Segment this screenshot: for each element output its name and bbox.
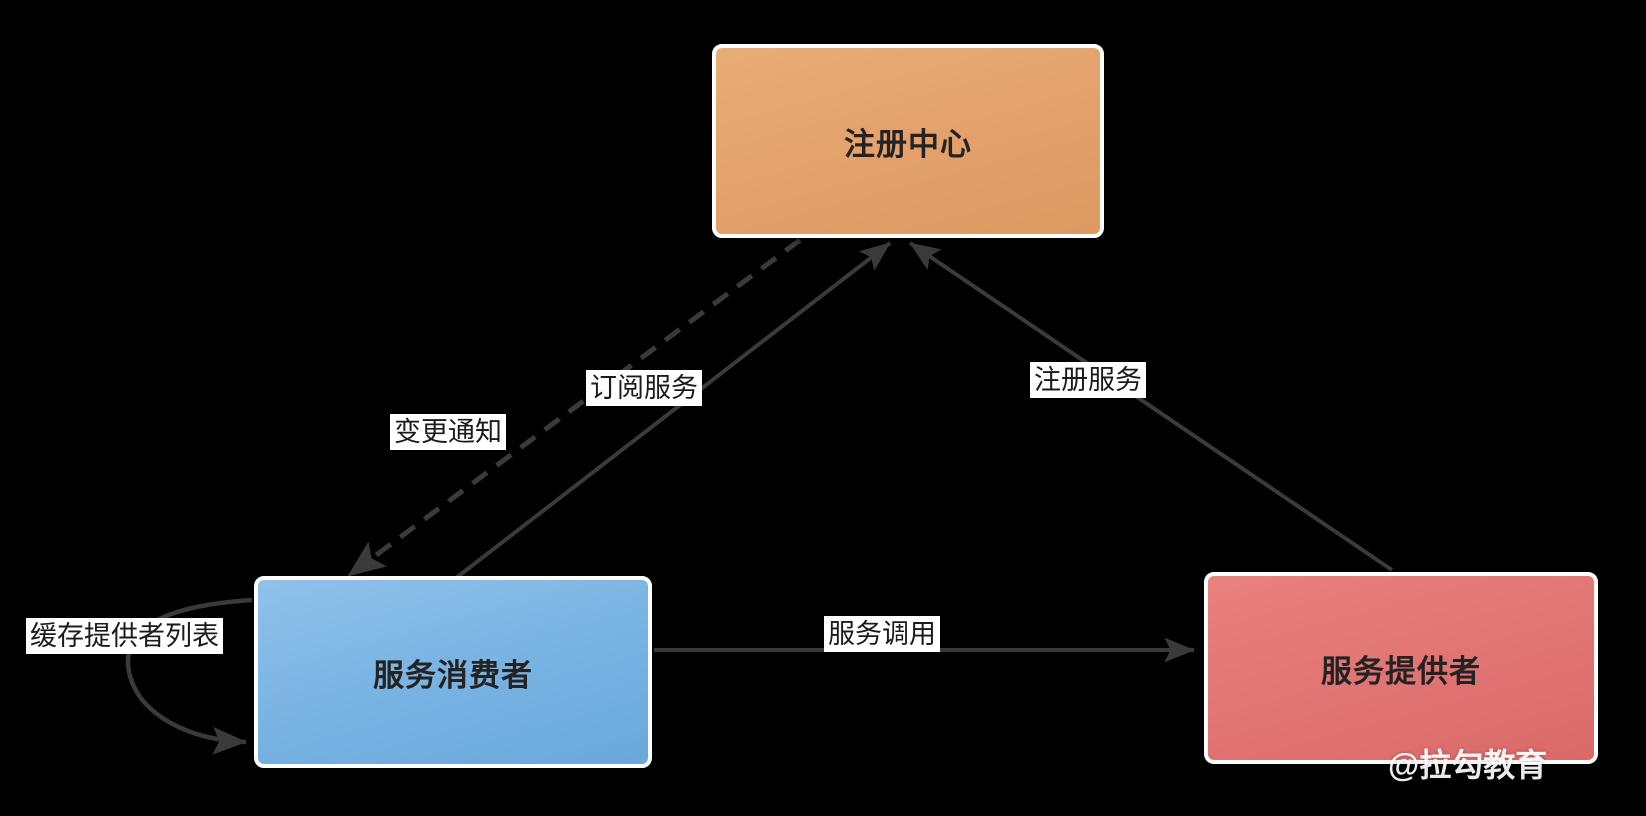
edge-cache-list [125,597,253,755]
node-registry-center-label: 注册中心 [844,126,972,162]
edge-register [908,241,1394,572]
edge-label-subscribe: 订阅服务 [586,370,702,406]
edge-label-register: 注册服务 [1030,362,1146,398]
edge-label-change-notify: 变更通知 [390,414,506,450]
edge-label-service-call: 服务调用 [824,616,940,652]
node-service-provider-label: 服务提供者 [1321,653,1481,689]
edge-label-cache-list: 缓存提供者列表 [26,618,223,654]
node-service-consumer[interactable]: 服务消费者 [254,576,652,768]
watermark: @拉勾教育 [1388,747,1548,783]
node-registry-center[interactable]: 注册中心 [712,44,1104,238]
node-service-provider[interactable]: 服务提供者 [1204,572,1598,764]
edge-subscribe [454,241,892,580]
node-service-consumer-label: 服务消费者 [373,657,533,693]
edge-change-notify [346,237,802,579]
